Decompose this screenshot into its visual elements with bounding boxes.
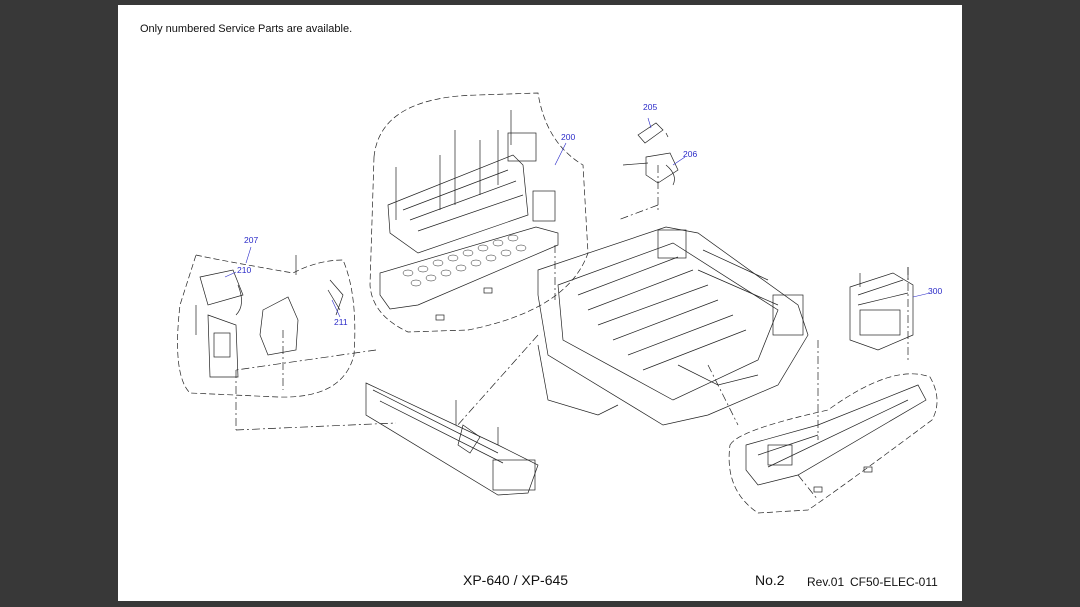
main-chassis xyxy=(537,226,809,426)
lower-right-assembly xyxy=(745,384,927,493)
callout-210: 210 xyxy=(237,265,251,275)
callout-leaders xyxy=(224,117,931,318)
callout-300: 300 xyxy=(928,286,942,296)
carriage-rail xyxy=(365,382,539,496)
group-outline-200 xyxy=(369,92,589,333)
printhead-unit-300 xyxy=(849,267,914,351)
callout-211: 211 xyxy=(334,317,348,327)
board-group-207 xyxy=(195,255,344,378)
assembly-lines xyxy=(235,165,909,501)
group-outline-300 xyxy=(728,373,938,514)
model-name: XP-640 / XP-645 xyxy=(463,572,569,588)
callout-205: 205 xyxy=(643,102,657,112)
small-parts-205-206 xyxy=(622,122,679,186)
callout-200: 200 xyxy=(561,132,575,142)
group-outline-207 xyxy=(177,254,356,398)
callout-206: 206 xyxy=(683,149,697,159)
page-number: No.2 xyxy=(755,572,785,588)
document-code: CF50-ELEC-011 xyxy=(850,575,938,589)
frame-assembly-200 xyxy=(379,110,559,321)
callout-207: 207 xyxy=(244,235,258,245)
manual-page: Only numbered Service Parts are availabl… xyxy=(118,5,962,601)
exploded-parts-diagram: 200 205 206 207 210 211 300 xyxy=(177,92,942,514)
revision-label: Rev.01 xyxy=(807,575,845,589)
service-parts-note: Only numbered Service Parts are availabl… xyxy=(140,23,353,35)
